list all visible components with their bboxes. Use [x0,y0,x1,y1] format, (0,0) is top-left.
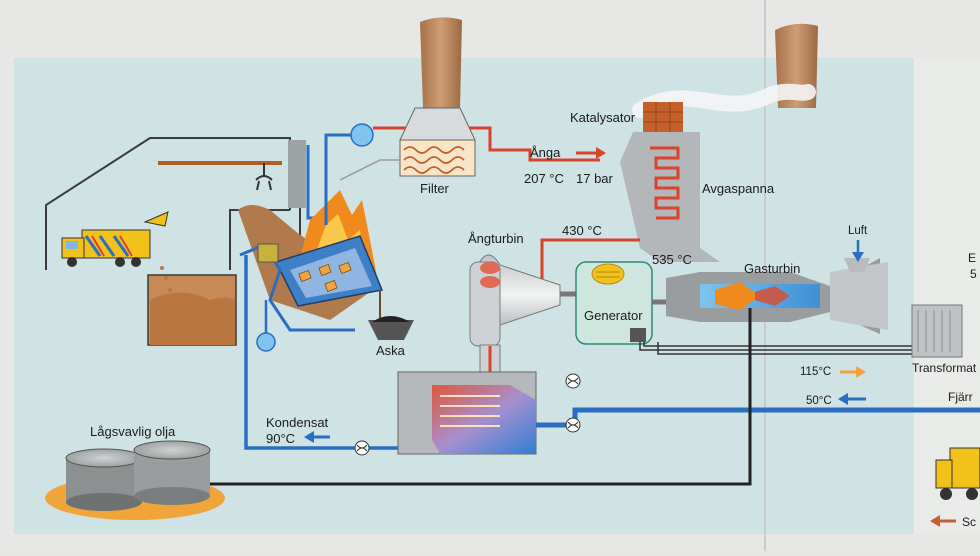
chimney-left [420,17,462,108]
garbage-truck-icon [61,211,172,292]
power-cables [639,342,912,355]
fuel-oil-line [210,308,752,486]
flue-gas-filter [339,107,476,181]
label-kondensat: Kondensat [266,415,329,430]
gas-turbine [666,240,888,334]
boiler-building [45,137,348,346]
label-angturbin: Ångturbin [468,231,524,246]
supply-arrow-icon [856,366,866,378]
label-katalysator: Katalysator [570,110,636,125]
furnace [238,190,384,352]
oil-tanks [45,440,225,520]
label-edge-sc: Sc [962,515,977,529]
heat-exchanger [397,371,537,455]
condensate-line [244,255,492,456]
label-temp-535: 535 °C [652,252,692,267]
label-temp-115: 115°C [800,366,832,378]
label-anga-temp: 207 °C [524,171,564,186]
condensate-arrow-icon [304,431,314,443]
generator [575,261,668,345]
label-luft: Luft [848,225,868,237]
label-aska: Aska [376,343,405,358]
label-temp-50: 50°C [806,395,832,407]
tanker-truck-icon [930,447,980,527]
label-temp-430: 430 °C [562,223,602,238]
air-inlet-arrow-icon [852,252,864,262]
crane-grab-icon [255,175,273,191]
label-edge-5: 5 [970,267,977,281]
label-anga: Ånga [530,145,561,160]
label-generator: Generator [584,308,643,323]
label-kondensat-temp: 90°C [266,431,296,446]
feeder-icon [257,243,279,263]
ash-pile-icon [368,316,414,340]
label-anga-pressure: 17 bar [576,171,613,186]
steam-drum [324,123,600,225]
label-fjarr: Fjärr [948,390,973,404]
label-transformator: Transformat [912,361,977,375]
label-lagsvavlig-olja: Lågsvavlig olja [90,424,176,439]
return-arrow-icon [838,393,848,405]
steam-line-430 [540,238,640,290]
district-heating-supply [536,366,980,389]
smoke-plume [632,83,816,118]
transformer [911,304,963,358]
label-edge-e: E [968,251,977,265]
heat-recovery-boiler [620,102,720,262]
district-heating-return [536,393,980,433]
label-avgaspanna: Avgaspanna [702,181,775,196]
label-gasturbin: Gasturbin [744,261,801,276]
steam-arrow-icon [576,147,606,159]
label-filter: Filter [420,181,449,196]
